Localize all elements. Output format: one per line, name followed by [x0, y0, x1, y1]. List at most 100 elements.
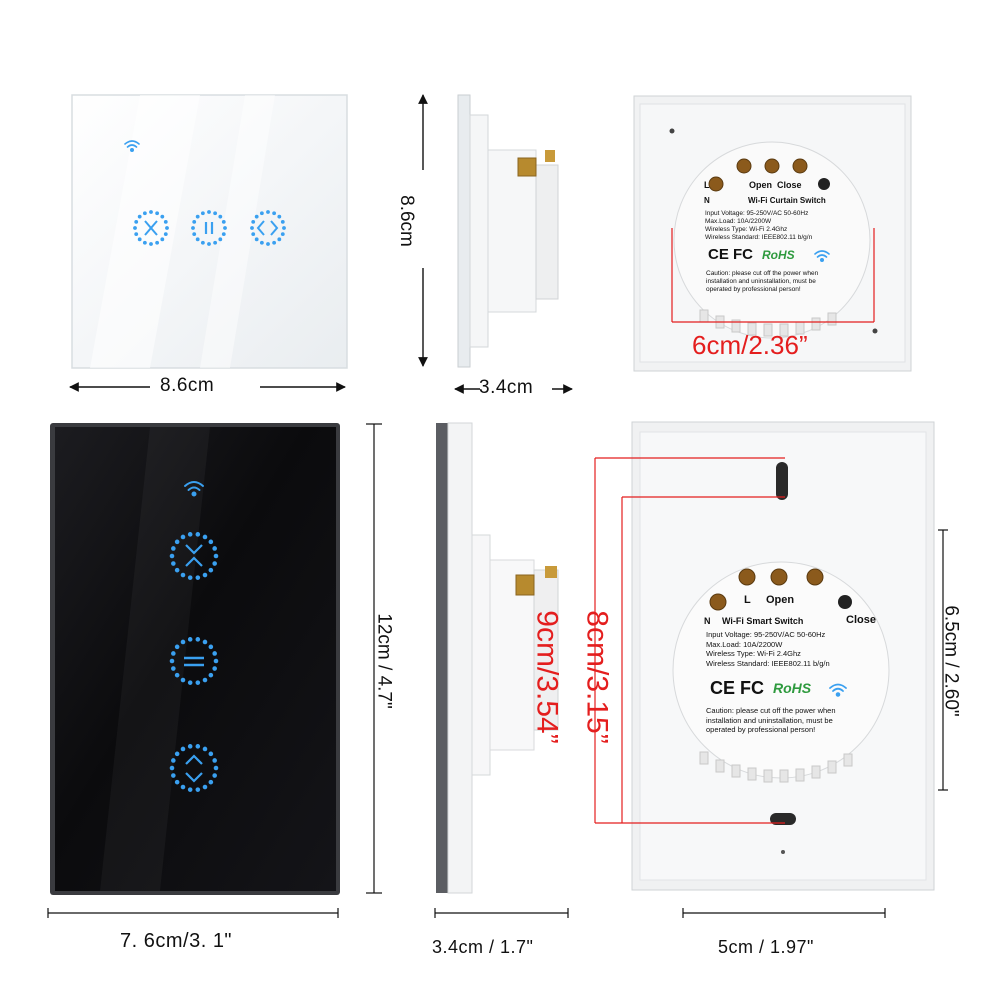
pause-button-top[interactable] [191, 210, 227, 246]
ring-dot [223, 226, 227, 230]
ring-dot [133, 226, 137, 230]
ring-dot [180, 746, 186, 752]
bottom-side-depth-label: 3.4cm / 1.7" [432, 937, 534, 957]
ring-dot [195, 744, 201, 749]
ring-dot [282, 226, 286, 230]
ring-dot [191, 226, 195, 230]
top-module-specs: Input Voltage: 95-250V/AC 50-60Hz Max.Lo… [705, 210, 813, 241]
bottom-rohs-mark: RoHS [773, 680, 812, 696]
ring-dot [171, 651, 176, 656]
top-terminal-label-open: Open [749, 180, 773, 190]
top-terminal-label-close: Close [777, 180, 802, 190]
ring-dot [171, 758, 176, 763]
ring-dot [202, 639, 208, 645]
bottom-measure-8-label: 8cm/3.15” [580, 610, 614, 744]
ring-dot [180, 572, 186, 578]
ring-dot [212, 773, 217, 778]
ring-dot [208, 751, 214, 757]
bottom-terminal-label-n: N [704, 616, 711, 626]
top-caution-text: Caution: please cut off the power when i… [706, 270, 819, 293]
ring-dot [165, 226, 169, 230]
ring-dot [180, 534, 186, 540]
curtain-close-icon [185, 544, 203, 567]
ring-dot [280, 219, 285, 224]
ring-dot [221, 219, 226, 224]
ring-dot [259, 211, 264, 216]
bottom-close-label: Close [846, 614, 876, 626]
bottom-terminal-label-open: Open [766, 594, 795, 606]
ring-dot [221, 232, 226, 237]
ring-dot [171, 546, 176, 551]
ring-dot [208, 779, 214, 785]
ring-dot [180, 639, 186, 645]
ring-dot [218, 214, 223, 219]
ring-dot [207, 242, 211, 246]
curtain-open-button-top[interactable] [250, 210, 286, 246]
ring-dot [212, 651, 217, 656]
curtain-close-button-bottom[interactable] [169, 532, 219, 580]
ring-dot [251, 219, 256, 224]
ring-dot [277, 237, 282, 242]
ring-dot [208, 567, 214, 573]
ring-dot [174, 779, 180, 785]
ring-dot [187, 787, 193, 792]
ring-dot [212, 758, 217, 763]
arrow-up-down-icon [185, 754, 203, 783]
ring-dot [195, 237, 200, 242]
pause-button-bottom[interactable] [169, 637, 219, 685]
ring-dot [280, 232, 285, 237]
ring-dot [142, 211, 147, 216]
ring-dot [200, 211, 205, 216]
ring-dot [195, 637, 201, 642]
ring-dot [174, 644, 180, 650]
open-button-bottom[interactable] [169, 744, 219, 792]
top-front-width-label: 8.6cm [160, 375, 215, 396]
top-side-depth-label: 3.4cm [479, 377, 534, 398]
top-cert-marks: CE FC [708, 246, 753, 263]
ring-dot [208, 644, 214, 650]
bottom-back-height-label: 6.5cm / 2.60" [940, 605, 962, 717]
ring-dot [155, 240, 160, 245]
ring-dot [218, 237, 223, 242]
ring-dot [163, 232, 168, 237]
ring-dot [169, 553, 175, 559]
ring-dot [202, 534, 208, 540]
ring-dot [142, 240, 147, 245]
pause-icon [204, 222, 214, 234]
pause-icon [184, 656, 204, 667]
ring-dot [169, 658, 175, 664]
ring-dot [272, 240, 277, 245]
curtain-close-icon [144, 220, 158, 236]
ring-dot [192, 219, 197, 224]
ring-dot [174, 539, 180, 545]
ring-dot [134, 219, 139, 224]
curtain-close-button-top[interactable] [133, 210, 169, 246]
ring-dot [195, 575, 201, 580]
ring-dot [180, 784, 186, 790]
ring-dot [187, 744, 193, 749]
ring-dot [195, 787, 201, 792]
ring-dot [195, 214, 200, 219]
ring-dot [208, 539, 214, 545]
bottom-measure-9-label: 9cm/3.54” [530, 610, 564, 744]
ring-dot [266, 242, 270, 246]
ring-dot [149, 242, 153, 246]
wifi-icon [184, 481, 204, 497]
ring-dot [213, 211, 218, 216]
top-back-measure-label: 6cm/2.36” [692, 330, 808, 360]
ring-dot [259, 240, 264, 245]
ring-dot [187, 575, 193, 580]
ring-dot [174, 751, 180, 757]
ring-dot [213, 240, 218, 245]
ring-dot [174, 672, 180, 678]
bottom-module-title: Wi-Fi Smart Switch [722, 616, 804, 626]
ring-dot [137, 214, 142, 219]
ring-dot [171, 666, 176, 671]
ring-dot [213, 658, 219, 664]
